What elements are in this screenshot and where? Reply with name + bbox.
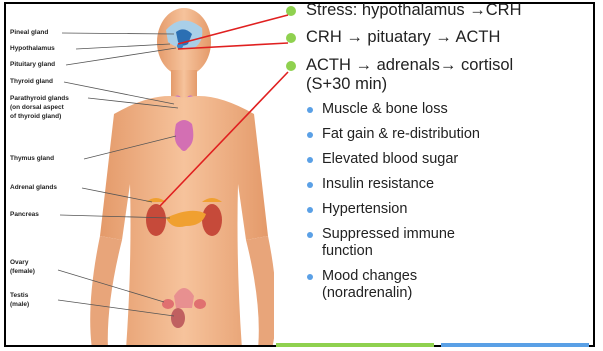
endocrine-figure: Pineal gland Hypothalamus Pituitary glan… [6,4,274,345]
label-hypothalamus: Hypothalamus [10,45,55,53]
left-kidney [146,204,166,236]
label-ovary: Ovary [10,259,28,267]
blue-bullet-icon [307,182,313,188]
footer-tab-green [276,343,434,347]
label-parathyroid-note-1: (on dorsal aspect [10,104,64,112]
bullet-text: ACTH → adrenals→ cortisol [306,56,597,75]
label-parathyroid-glands: Parathyroid glands [10,95,69,103]
green-bullet-icon [286,33,296,43]
label-testis: Testis [10,292,28,300]
bullet-list: Stress: hypothalamus →CRH CRH → pituatar… [282,0,597,277]
green-bullet-icon [286,61,296,71]
label-thyroid-gland: Thyroid gland [10,78,53,86]
blue-bullet-icon [307,157,313,163]
label-pituitary-gland: Pituitary gland [10,61,55,69]
effect-item: Muscle & bone loss [282,101,597,118]
cortisol-effects-list: Muscle & bone loss Fat gain & re-distrib… [282,101,597,302]
green-bullet-icon [286,6,296,16]
bullet-text: CRH → pituatary → ACTH [306,28,500,46]
label-ovary-female: (female) [10,268,35,276]
effect-item: Hypertension [282,201,597,218]
effect-item: Mood changes (noradrenalin) [282,268,597,302]
label-pineal-gland: Pineal gland [10,29,48,37]
label-parathyroid-note-2: of thyroid gland) [10,113,61,121]
bullet-crh-pituitary: CRH → pituatary → ACTH [282,28,597,47]
blue-bullet-icon [307,107,313,113]
blue-bullet-icon [307,274,313,280]
human-body-illustration [6,4,274,345]
bullet-stress-hypothalamus: Stress: hypothalamus →CRH [282,1,597,20]
effect-item: Elevated blood sugar [282,151,597,168]
footer-tab-blue [441,343,589,347]
label-adrenal-glands: Adrenal glands [10,184,57,192]
bullet-acth-adrenals: ACTH → adrenals→ cortisol (S+30 min) [282,56,597,94]
blue-bullet-icon [307,132,313,138]
blue-bullet-icon [307,232,313,238]
right-kidney [202,204,222,236]
testis-shape [171,308,185,328]
label-thymus-gland: Thymus gland [10,155,54,163]
effect-item: Fat gain & re-distribution [282,126,597,143]
effect-item: Suppressed immune function [282,226,597,260]
bullet-text: Stress: hypothalamus →CRH [306,1,522,19]
label-pancreas: Pancreas [10,211,39,219]
effect-item: Insulin resistance [282,176,597,193]
bullet-text-timing: (S+30 min) [306,75,597,94]
label-testis-male: (male) [10,301,29,309]
blue-bullet-icon [307,207,313,213]
